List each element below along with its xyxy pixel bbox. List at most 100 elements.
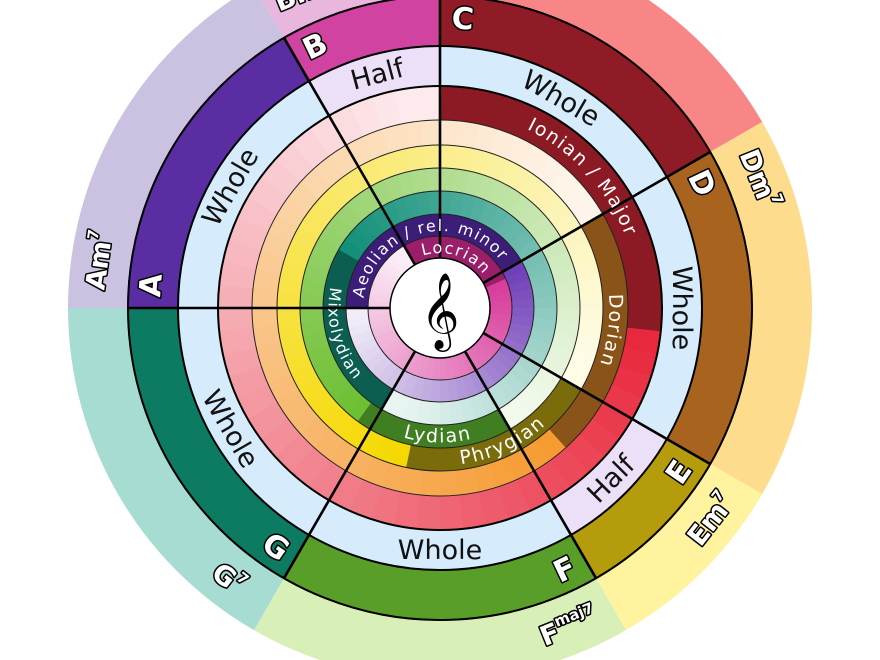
mode-band-segment	[370, 179, 393, 207]
mode-band-segment	[329, 144, 360, 177]
mode-band-segment	[487, 356, 510, 379]
mode-band-segment	[373, 152, 398, 181]
mode-band-segment	[529, 271, 555, 289]
mode-band-segment	[498, 96, 532, 137]
mode-band-segment	[358, 252, 382, 272]
mode-band-segment	[459, 397, 477, 423]
mode-band-segment	[525, 260, 552, 280]
mode-band-segment	[298, 211, 328, 238]
mode-band-segment	[450, 237, 463, 261]
mode-band-segment	[611, 366, 652, 400]
mode-band-segment	[247, 401, 288, 439]
mode-band-segment	[345, 229, 371, 253]
mode-band-segment	[579, 308, 603, 326]
mode-band-segment	[477, 259, 499, 279]
mode-band-segment	[475, 366, 496, 390]
mode-band-segment	[567, 241, 596, 266]
mode-band-segment	[541, 238, 569, 261]
mode-band-segment	[308, 198, 337, 226]
mode-band-segment	[478, 486, 509, 526]
mode-band-segment	[483, 272, 506, 288]
mode-band-segment	[300, 278, 326, 296]
mode-band-segment	[561, 182, 593, 213]
mode-band-segment	[403, 397, 421, 423]
mode-band-segment	[284, 240, 313, 265]
mode-band-segment	[268, 213, 300, 242]
mode-band-segment	[552, 378, 582, 405]
interval-label-f: Whole	[398, 535, 482, 566]
mode-band-segment	[410, 239, 425, 263]
mode-band-segment	[218, 306, 254, 332]
mode-band-segment	[350, 329, 375, 347]
mode-band-segment	[325, 271, 351, 289]
mode-band-segment	[371, 206, 394, 232]
mode-band-segment	[415, 494, 440, 530]
mode-band-segment	[588, 231, 620, 259]
mode-band-segment	[369, 355, 392, 378]
mode-band-segment	[541, 355, 568, 379]
mode-band-segment	[469, 222, 488, 246]
mode-band-segment	[416, 86, 442, 122]
mode-band-segment	[346, 307, 369, 318]
mode-band-segment	[571, 197, 604, 228]
mode-band-segment	[592, 177, 633, 215]
mode-band-segment	[314, 155, 345, 187]
mode-band-segment	[427, 191, 441, 215]
mode-band-segment	[419, 378, 433, 402]
mode-band-segment	[410, 353, 425, 377]
mode-band-segment	[464, 348, 483, 371]
mode-band-segment	[502, 370, 527, 396]
mode-band-segment	[406, 145, 427, 172]
mode-band-segment	[284, 350, 313, 375]
mode-band-segment	[602, 288, 629, 309]
mode-band-segment	[476, 337, 499, 357]
chord-label-a-superscript: 7	[84, 228, 103, 241]
mode-band-segment	[497, 402, 523, 430]
mode-band-segment	[480, 333, 503, 351]
mode-band-segment	[368, 292, 392, 303]
mode-band-segment	[498, 344, 522, 364]
mode-band-segment	[469, 345, 489, 367]
mode-band-segment	[560, 403, 593, 435]
mode-band-segment	[580, 374, 612, 403]
mode-band-segment	[599, 268, 628, 292]
mode-band-segment	[253, 267, 281, 291]
mode-band-segment	[439, 357, 448, 381]
mode-band-segment	[389, 148, 412, 175]
mode-band-segment	[311, 355, 339, 378]
mode-band-segment	[515, 355, 542, 378]
mode-band-segment	[522, 176, 550, 205]
mode-band-segment	[397, 348, 415, 371]
mode-band-segment	[346, 297, 369, 308]
mode-band-segment	[529, 327, 555, 345]
mode-band-segment	[393, 221, 412, 246]
chord-segment-f	[254, 578, 626, 660]
mode-band-segment	[506, 136, 535, 168]
mode-band-segment	[551, 332, 577, 352]
interval-label-d-text: Whole	[667, 266, 698, 350]
mode-band-segment	[439, 401, 453, 425]
mode-band-segment	[520, 439, 551, 472]
mode-band-segment	[323, 295, 347, 308]
mode-band-segment	[252, 287, 278, 308]
mode-band-segment	[381, 200, 403, 227]
mode-band-segment	[509, 421, 536, 450]
mode-band-segment	[502, 261, 527, 280]
center-hub: 𝄞	[389, 257, 491, 359]
note-divider	[282, 350, 417, 579]
mode-band-segment	[432, 236, 441, 259]
mode-band-segment	[567, 351, 596, 376]
mode-band-segment	[556, 293, 581, 309]
mode-band-segment	[535, 429, 566, 461]
note-label-a-text: A	[133, 272, 170, 299]
mode-band-segment	[371, 323, 395, 338]
mode-band-segment	[591, 402, 633, 440]
mode-band-segment	[252, 307, 278, 328]
mode-band-segment	[410, 168, 429, 194]
mode-band-segment	[377, 231, 398, 255]
mode-band-segment	[502, 337, 526, 356]
mode-band-segment	[455, 353, 470, 377]
mode-band-segment	[419, 470, 440, 496]
mode-band-segment	[247, 176, 289, 214]
mode-band-segment	[382, 414, 404, 442]
